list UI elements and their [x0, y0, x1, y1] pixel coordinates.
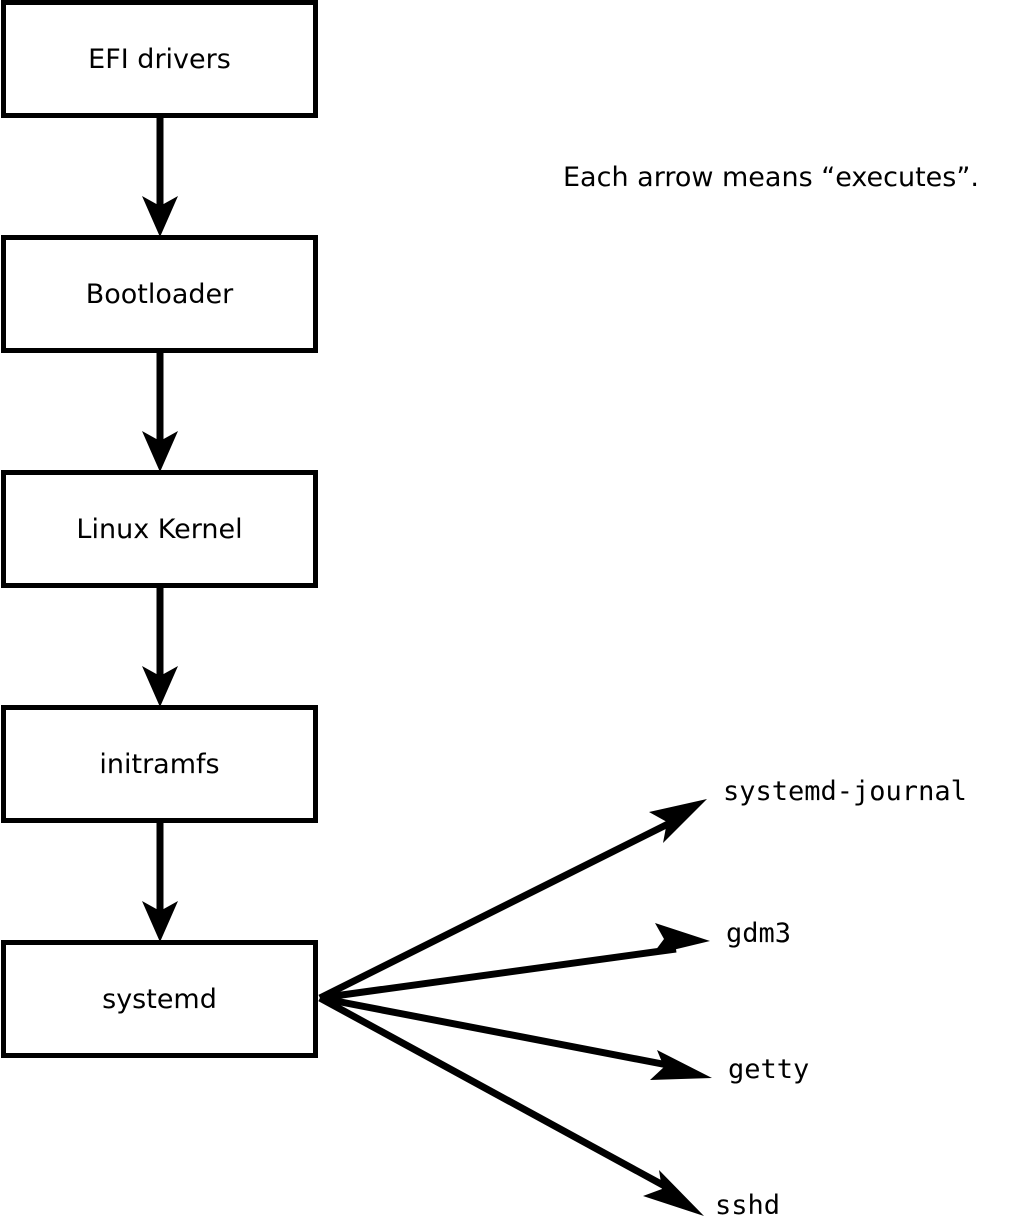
service-label-sshd: sshd	[715, 1190, 781, 1221]
stage-box-bootloader[interactable]: Bootloader	[1, 235, 318, 353]
arrow-bootloader-to-linux-kernel	[142, 353, 178, 472]
stage-box-efi-drivers[interactable]: EFI drivers	[1, 0, 318, 118]
stage-box-systemd[interactable]: systemd	[1, 940, 318, 1058]
stage-box-initramfs[interactable]: initramfs	[1, 705, 318, 823]
stage-label-efi-drivers: EFI drivers	[88, 43, 231, 75]
arrow-systemd-to-gdm3	[319, 923, 710, 1002]
arrow-initramfs-to-systemd	[142, 823, 178, 942]
stage-box-linux-kernel[interactable]: Linux Kernel	[1, 470, 318, 588]
stage-label-systemd: systemd	[102, 983, 217, 1015]
arrow-systemd-to-systemd-journal	[318, 799, 707, 1002]
arrow-efi-drivers-to-bootloader	[142, 118, 178, 237]
stage-label-bootloader: Bootloader	[85, 278, 234, 310]
arrow-systemd-to-getty	[319, 994, 712, 1080]
arrow-systemd-to-sshd	[318, 994, 704, 1216]
stage-label-initramfs: initramfs	[99, 748, 220, 780]
arrow-linux-kernel-to-initramfs	[142, 588, 178, 707]
service-label-getty: getty	[728, 1054, 810, 1085]
stage-label-linux-kernel: Linux Kernel	[76, 513, 243, 545]
legend-note: Each arrow means “executes”.	[563, 162, 979, 193]
service-label-systemd-journal: systemd-journal	[723, 776, 967, 807]
service-label-gdm3: gdm3	[726, 918, 792, 949]
